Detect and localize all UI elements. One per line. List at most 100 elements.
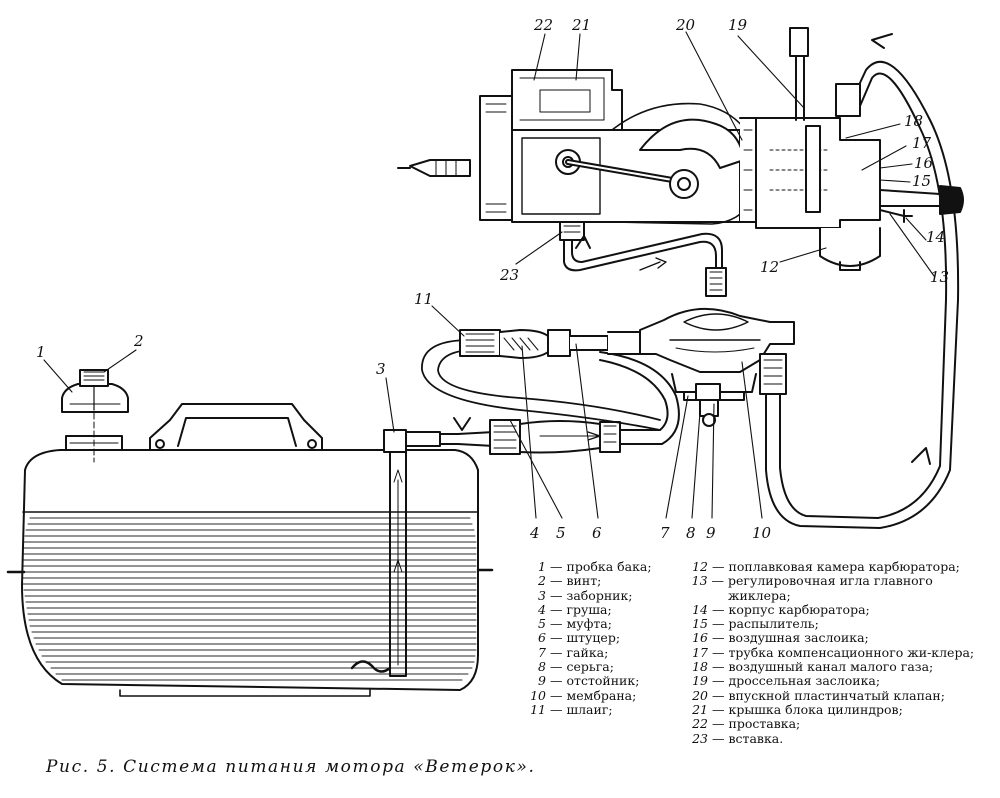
- legend-dash: —: [550, 644, 563, 660]
- legend-item-number: 18: [692, 659, 708, 675]
- callout-17: 17: [912, 134, 932, 152]
- legend-item-text: крышка блока цилиндров;: [728, 701, 903, 717]
- legend-item: 10—мембрана;: [516, 687, 652, 703]
- callout-8: 8: [686, 524, 696, 542]
- legend-item-text: груша;: [566, 601, 612, 617]
- callout-22: 22: [533, 16, 553, 34]
- legend-item-text: дроссельная заслоика;: [728, 673, 881, 689]
- legend-item-number: 8: [538, 659, 546, 675]
- legend-item: 14—корпус карбюратора;: [684, 601, 994, 617]
- legend-item: 5—муфта;: [516, 616, 652, 632]
- callout-5: 5: [556, 524, 566, 542]
- legend-dash: —: [550, 616, 563, 632]
- legend-dash: —: [712, 616, 725, 632]
- legend-item-text: поплавковая камера карбюратора;: [728, 559, 960, 574]
- legend-item-number: 9: [538, 673, 546, 689]
- legend-item: 9—отстойник;: [516, 673, 652, 689]
- legend-dash: —: [712, 701, 725, 717]
- legend-item-number: 22: [692, 716, 708, 732]
- legend-item-number: 15: [692, 616, 708, 632]
- pickup-tube: [350, 429, 459, 677]
- legend-item-number: 1: [538, 559, 546, 574]
- callout-6: 6: [592, 524, 602, 542]
- callout-10: 10: [752, 524, 772, 542]
- legend-item: 3—заборник;: [516, 587, 652, 603]
- legend-item-text: распылитель;: [728, 616, 819, 632]
- legend-item: 17—трубка компенсационного жи-клера;: [684, 644, 994, 660]
- legend-item-number: 19: [692, 673, 708, 689]
- legend-item-number: 21: [692, 701, 708, 717]
- legend-left: 1—пробка бака;2—винт;3—заборник;4—груша;…: [516, 559, 652, 717]
- legend-item-text: заборник;: [566, 587, 633, 603]
- legend-item-number: 14: [692, 601, 708, 617]
- legend-item-text: регулировочная игла главного жиклера;: [728, 573, 933, 603]
- legend-item: 21—крышка блока цилиндров;: [684, 701, 994, 717]
- legend-dash: —: [712, 644, 725, 660]
- legend-item: 15—распылитель;: [684, 616, 994, 632]
- legend-item-text: трубка компенсационного жи-клера;: [728, 644, 975, 660]
- legend-dash: —: [712, 730, 725, 746]
- legend-item-number: 11: [530, 701, 546, 717]
- legend-dash: —: [712, 687, 725, 703]
- legend-item-text: отстойник;: [566, 673, 640, 689]
- callout-13: 13: [930, 268, 949, 286]
- callout-4: 4: [529, 524, 540, 542]
- legend-item-text: шлаиг;: [566, 701, 613, 717]
- legend-item: 13—регулировочная игла главного жиклера;: [684, 574, 994, 603]
- legend-item-number: 10: [530, 687, 546, 703]
- legend-item: 6—штуцер;: [516, 630, 652, 646]
- leader-lines: [43, 31, 935, 519]
- legend-dash: —: [550, 601, 563, 617]
- callout-14: 14: [926, 228, 945, 246]
- callout-3: 3: [376, 360, 386, 378]
- legend-dash: —: [712, 659, 725, 675]
- callout-16: 16: [914, 154, 934, 172]
- legend-dash: —: [712, 601, 725, 617]
- legend-item: 23—вставка.: [684, 730, 994, 746]
- legend-item: 11—шлаиг;: [516, 701, 652, 717]
- legend-item-number: 4: [538, 601, 546, 617]
- legend-dash: —: [712, 559, 725, 574]
- legend-item: 19—дроссельная заслоика;: [684, 673, 994, 689]
- legend-item-number: 7: [538, 644, 546, 660]
- legend-item-text: проставка;: [728, 716, 801, 732]
- legend-item-number: 20: [692, 687, 708, 703]
- callout-7: 7: [660, 524, 670, 542]
- legend-item: 7—гайка;: [516, 644, 652, 660]
- legend-item-text: серьга;: [566, 659, 614, 675]
- flow-arrows: [453, 33, 931, 465]
- legend-item-number: 17: [692, 644, 708, 660]
- legend-item: 12 —поплавковая камера карбюратора;: [684, 559, 994, 574]
- legend-item-number: 13: [691, 573, 708, 589]
- legend-dash: —: [550, 701, 563, 717]
- legend-item: 20—впускной пластинчатый клапан;: [684, 687, 994, 703]
- legend-item-number: 12: [692, 559, 708, 574]
- legend-dash: —: [550, 659, 563, 675]
- legend-item: 22—проставка;: [684, 716, 994, 732]
- legend-dash: —: [712, 716, 725, 732]
- legend-dash: —: [550, 687, 563, 703]
- legend-item: 4—груша;: [516, 601, 652, 617]
- legend-dash: —: [550, 673, 563, 689]
- legend-dash: —: [550, 573, 563, 589]
- legend-item-text: муфта;: [566, 616, 612, 632]
- legend-item-number: 5: [538, 616, 546, 632]
- legend-item-text: воздушный канал малого газа;: [728, 659, 934, 675]
- legend-dash: —: [550, 559, 563, 574]
- legend-item-text: вставка.: [728, 730, 784, 746]
- callout-numbers: 1 2 3 4 5 6 7 8 9 10 11 12 13 14 15 16 1…: [36, 16, 949, 542]
- legend-dash: —: [550, 630, 563, 646]
- legend-item-text: гайка;: [566, 644, 609, 660]
- callout-18: 18: [904, 112, 923, 130]
- callout-1: 1: [36, 343, 46, 361]
- legend-dash: —: [712, 630, 725, 646]
- legend-item-text: винт;: [566, 573, 602, 589]
- callout-23: 23: [499, 266, 519, 284]
- fuel-tank: [6, 403, 494, 697]
- legend-item-number: 23: [692, 730, 708, 746]
- hose-tank-to-bulb: [421, 339, 680, 455]
- fuel-pump: [563, 60, 960, 529]
- legend-right: 12—поплавковая камера карбюратора;13—рег…: [684, 559, 994, 746]
- legend-item: 18—воздушный канал малого газа;: [684, 659, 994, 675]
